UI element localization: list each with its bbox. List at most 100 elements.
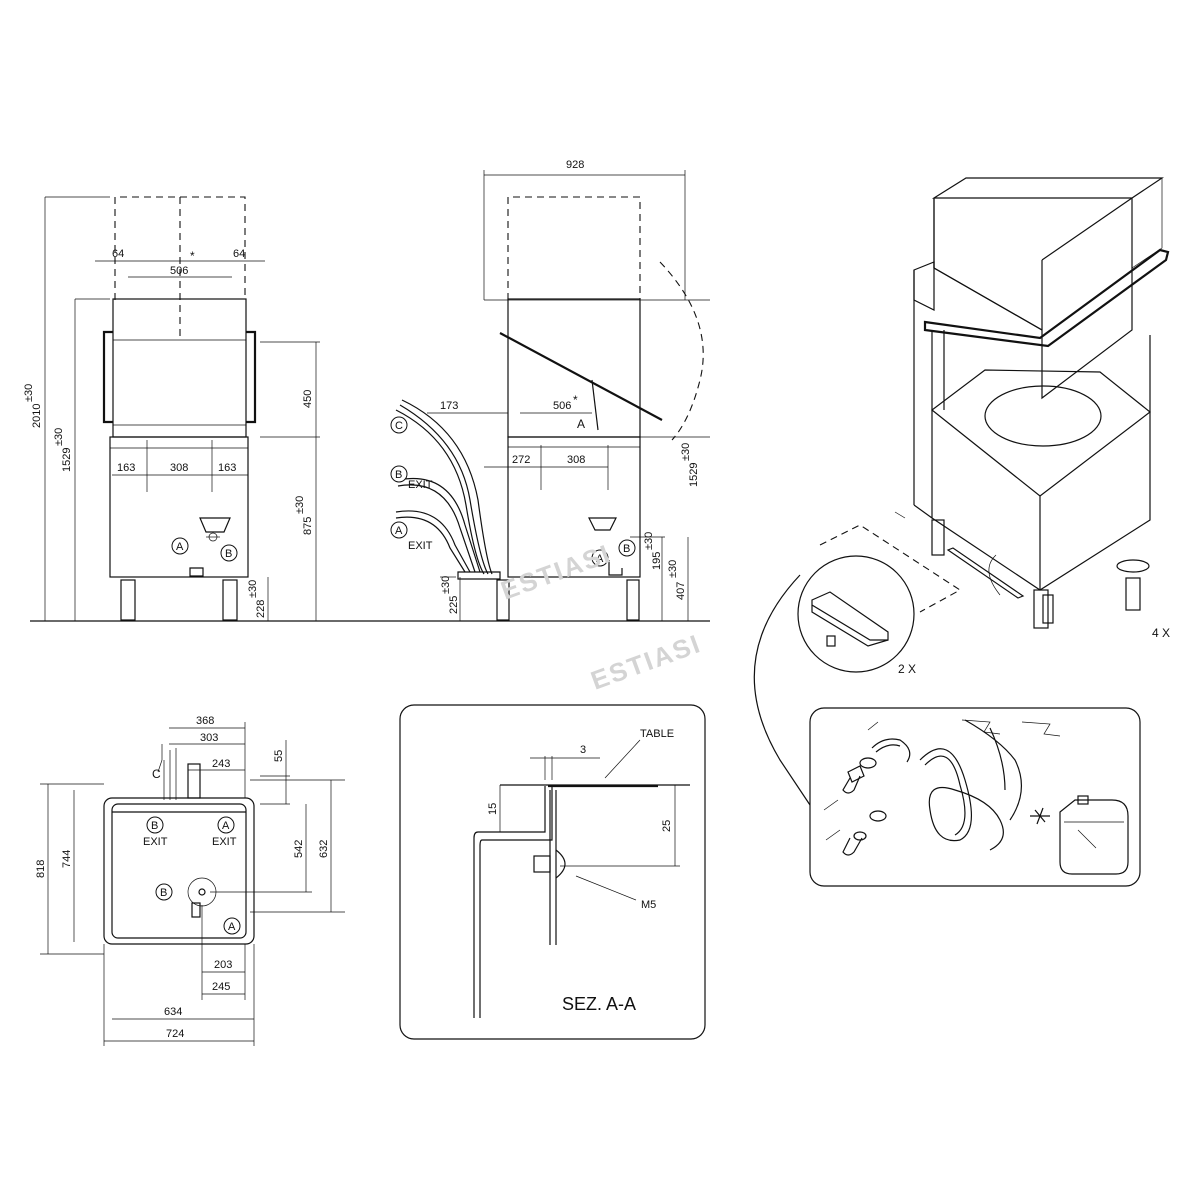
dim-1529: 1529 — [61, 448, 73, 472]
dim-303: 303 — [200, 732, 218, 744]
callout-b-exit: B — [151, 820, 158, 832]
hose-a — [395, 510, 471, 573]
dim-506: 506 — [170, 265, 188, 277]
dim-1529: 1529 — [688, 463, 700, 487]
foot — [626, 579, 640, 621]
accessory-box — [809, 707, 1141, 887]
foot — [1033, 589, 1049, 629]
callout-b: B — [225, 548, 232, 560]
callout-b: B — [623, 543, 630, 555]
top-outline — [103, 797, 255, 945]
hose-assembly — [919, 748, 1004, 851]
dim-506: 506 — [553, 400, 571, 412]
dim-15: 15 — [487, 803, 499, 815]
hood-handle — [102, 330, 257, 424]
dim-3: 3 — [580, 744, 586, 756]
callout-b-exit-suffix: EXIT — [408, 479, 433, 491]
detail-circle — [797, 555, 915, 673]
callout-a-exit-suffix: EXIT — [212, 836, 237, 848]
dim-173: 173 — [440, 400, 458, 412]
dim-243: 243 — [212, 758, 230, 770]
tol-195: ±30 — [643, 532, 655, 550]
section-marker-a: A — [577, 417, 585, 431]
foot — [1042, 594, 1054, 624]
callout-a: A — [596, 553, 604, 565]
callout-c: C — [395, 420, 403, 432]
dim-542: 542 — [293, 840, 305, 858]
dim-245: 245 — [212, 981, 230, 993]
dim-724: 724 — [166, 1028, 184, 1040]
tol-228: ±30 — [247, 580, 259, 598]
callout-circle — [220, 544, 238, 562]
dim-407: 407 — [675, 582, 687, 600]
foot — [222, 579, 238, 621]
dim-25: 25 — [661, 820, 673, 832]
callout-circle — [171, 537, 189, 555]
hose-b — [397, 477, 481, 573]
section-title: SEZ. A-A — [562, 994, 636, 1014]
tol-1529: ±30 — [680, 443, 692, 461]
watermark: ESTIASI — [587, 628, 705, 696]
foot — [120, 579, 136, 621]
watermark: ESTIASI — [497, 538, 615, 606]
dim-634: 634 — [164, 1006, 182, 1018]
dim-818: 818 — [35, 860, 47, 878]
top-view: 368 303 55 243 818 744 542 632 203 245 6… — [35, 715, 345, 1046]
dim-203: 203 — [214, 959, 232, 971]
dim-55: 55 — [273, 750, 285, 762]
callout-a: A — [228, 921, 236, 933]
hood-handle — [923, 248, 1170, 348]
dim-632: 632 — [318, 840, 330, 858]
callout-a-exit: A — [395, 525, 403, 537]
side-view: 928 173 506 * 272 308 1529 ±30 195 ±30 4… — [390, 159, 710, 621]
machine-body — [507, 436, 641, 578]
foot — [1125, 577, 1141, 611]
dim-928: 928 — [566, 159, 584, 171]
dim-64-left: 64 — [112, 248, 124, 260]
dim-195: 195 — [651, 552, 663, 570]
foot — [931, 519, 945, 556]
hood — [507, 298, 641, 438]
tol-1529: ±30 — [53, 428, 65, 446]
qty-feet: 4 X — [1152, 626, 1170, 640]
hose-c — [399, 404, 489, 575]
qty-brackets: 2 X — [898, 662, 916, 676]
tol-225: ±30 — [440, 576, 452, 594]
dim-64-right: 64 — [233, 248, 245, 260]
bolt-m5: M5 — [641, 899, 656, 911]
asterisk-mark: * — [573, 393, 578, 407]
asterisk-mark: * — [190, 249, 195, 263]
detergent-can — [1059, 799, 1129, 875]
inlet-c-label: C — [152, 767, 161, 781]
dim-308: 308 — [567, 454, 585, 466]
callout-b-exit-suffix: EXIT — [143, 836, 168, 848]
dim-272: 272 — [512, 454, 530, 466]
hood-box — [931, 177, 1164, 199]
callout-b: B — [160, 887, 167, 899]
callout-a-exit-suffix: EXIT — [408, 540, 433, 552]
dim-308: 308 — [170, 462, 188, 474]
tol-407: ±30 — [667, 560, 679, 578]
hood-handle-side — [499, 332, 663, 421]
callout-a: A — [176, 541, 184, 553]
tol-2010: ±30 — [23, 384, 35, 402]
dim-875: 875 — [302, 517, 314, 535]
tol-875: ±30 — [294, 496, 306, 514]
raised-hood-outline — [507, 196, 641, 300]
dim-744: 744 — [61, 850, 73, 868]
callout-a-exit: A — [222, 820, 230, 832]
front-view: 64 64 506 * 2010 ±30 1529 ±30 450 875 ±3… — [23, 196, 320, 621]
isometric-view: 4 X 2 X — [753, 177, 1170, 806]
wash-rack — [984, 385, 1102, 447]
dim-163-left: 163 — [117, 462, 135, 474]
dim-225: 225 — [448, 596, 460, 614]
dim-368: 368 — [196, 715, 214, 727]
dim-163-right: 163 — [218, 462, 236, 474]
dim-450: 450 — [302, 390, 314, 408]
section-box: 3 TABLE 15 25 M5 SEZ. A-A — [399, 704, 706, 1040]
callout-b-exit: B — [395, 469, 402, 481]
dim-2010: 2010 — [31, 404, 43, 428]
foot — [496, 579, 510, 621]
tank-top — [931, 369, 1151, 497]
dim-228: 228 — [255, 600, 267, 618]
